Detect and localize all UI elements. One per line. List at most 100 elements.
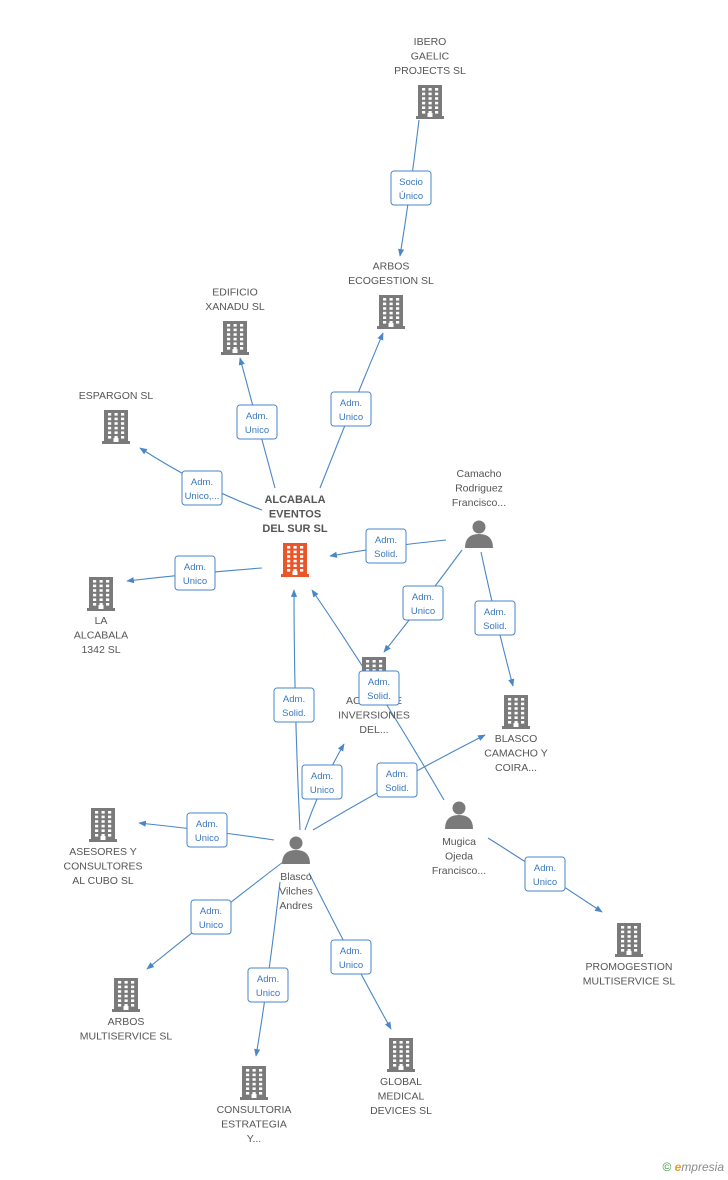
building-icon xyxy=(221,321,249,355)
edge-label-text: Unico xyxy=(339,412,363,423)
node-label: COIRA... xyxy=(495,762,537,774)
edge-label-box xyxy=(190,899,232,935)
node-label: XANADU SL xyxy=(205,301,265,313)
node-label: BLASCO xyxy=(495,733,538,745)
edge-label-text: Adm. xyxy=(484,607,506,618)
edge-label-text: Unico xyxy=(245,425,269,436)
edge-label-box xyxy=(474,600,516,636)
node-label: ARBOS xyxy=(373,261,410,273)
node-alcabala_ev[interactable]: ALCABALA EVENTOS DEL SUR SL xyxy=(262,494,328,577)
node-label: DEL... xyxy=(359,724,388,736)
edge-label-text: Solid. xyxy=(483,621,507,632)
edge-label-text: Adm. xyxy=(340,398,362,409)
edge-label-text: Solid. xyxy=(282,708,306,719)
node-label: DEL SUR SL xyxy=(262,523,327,535)
node-label: ECOGESTION SL xyxy=(348,275,434,287)
edge-label[interactable]: Adm.Unico xyxy=(174,555,216,591)
edge-label[interactable]: Adm.Solid. xyxy=(365,528,407,564)
node-label: CONSULTORIA xyxy=(217,1104,292,1116)
edge-label-box xyxy=(174,555,216,591)
edge-label-text: Adm. xyxy=(412,592,434,603)
edge-label[interactable]: Adm.Unico xyxy=(301,764,343,800)
edge-label-box xyxy=(390,170,432,206)
node-label: Mugica xyxy=(442,836,476,848)
node-label: 1342 SL xyxy=(81,644,120,656)
edge-label[interactable]: Adm. Solid. xyxy=(474,600,516,636)
edge-label-box xyxy=(365,528,407,564)
edge-label[interactable]: Adm.Solid. xyxy=(273,687,315,723)
node-camacho[interactable]: CamachoRodriguezFrancisco... xyxy=(452,468,506,548)
edge-label-text: Adm. xyxy=(257,974,279,985)
edge-label-text: Adm. xyxy=(368,677,390,688)
building-icon xyxy=(416,85,444,119)
node-label: PROJECTS SL xyxy=(394,65,466,77)
building-icon xyxy=(387,1038,415,1072)
edge-label[interactable]: Adm. Unico xyxy=(190,899,232,935)
edge-label-text: Adm. xyxy=(246,411,268,422)
building-icon xyxy=(102,410,130,444)
node-label: ARBOS xyxy=(108,1016,145,1028)
building-icon xyxy=(240,1066,268,1100)
node-label: ASESORES Y xyxy=(69,846,137,858)
edge-label-text: Unico xyxy=(339,960,363,971)
brand-logo[interactable]: empresia xyxy=(674,1160,724,1174)
edge-label[interactable]: Adm. Unico xyxy=(330,939,372,975)
node-label: EDIFICIO xyxy=(212,287,258,299)
person-icon xyxy=(445,801,473,829)
edge-label-box xyxy=(247,967,289,1003)
edge-label-text: Unico xyxy=(533,877,557,888)
edge-label[interactable]: Adm. Unico xyxy=(236,404,278,440)
edge-label[interactable]: Adm. Unico xyxy=(524,856,566,892)
node-label: GLOBAL xyxy=(380,1076,422,1088)
node-label: MULTISERVICE SL xyxy=(583,976,676,988)
edge-label-box xyxy=(358,670,400,706)
edge-label[interactable]: Adm.Unico,... xyxy=(181,470,223,506)
edge-label-text: Adm. xyxy=(200,906,222,917)
person-icon xyxy=(465,520,493,548)
edge-label-text: Adm. xyxy=(340,946,362,957)
node-label: MULTISERVICE SL xyxy=(80,1031,173,1043)
node-label: MEDICAL xyxy=(378,1091,425,1103)
node-arbos_multi[interactable]: ARBOS MULTISERVICE SL xyxy=(80,978,173,1043)
node-label: EVENTOS xyxy=(269,509,321,521)
edge-label-text: Adm. xyxy=(191,477,213,488)
edge-label[interactable]: Adm. Unico xyxy=(330,391,372,427)
node-arbos_eco[interactable]: ARBOS ECOGESTION SL xyxy=(348,261,434,330)
edge-label-text: Solid. xyxy=(385,783,409,794)
edge-label-box xyxy=(236,404,278,440)
node-consultoria[interactable]: CONSULTORIAESTRATEGIAY... xyxy=(217,1066,292,1145)
node-label: GAELIC xyxy=(411,51,450,63)
edge-label[interactable]: Adm.Solid. xyxy=(376,762,418,798)
building-icon xyxy=(502,695,530,729)
node-label: Vilches xyxy=(279,886,313,898)
edge-label-text: Unico xyxy=(195,833,219,844)
node-label: ALCABALA xyxy=(264,494,325,506)
edge-label-text: Unico xyxy=(310,785,334,796)
node-label: Francisco... xyxy=(432,865,486,877)
edge-label[interactable]: Adm.Unico xyxy=(186,812,228,848)
node-label: Francisco... xyxy=(452,497,506,509)
node-label: ALCABALA xyxy=(74,630,128,642)
node-xanadu[interactable]: EDIFICIO XANADU SL xyxy=(205,287,265,356)
node-mugica[interactable]: MugicaOjedaFrancisco... xyxy=(432,801,486,878)
building-icon xyxy=(615,923,643,957)
edge-label[interactable]: Adm.Solid. xyxy=(358,670,400,706)
building-icon xyxy=(377,295,405,329)
edge-label[interactable]: Adm.Unico xyxy=(247,967,289,1003)
node-espargon[interactable]: ESPARGON SL xyxy=(79,390,154,444)
edge-label-box xyxy=(301,764,343,800)
edge-label[interactable]: Adm.Unico xyxy=(402,585,444,621)
edge-label-text: Unico xyxy=(199,920,223,931)
edge-label-text: Adm. xyxy=(534,863,556,874)
building-icon xyxy=(281,543,309,577)
